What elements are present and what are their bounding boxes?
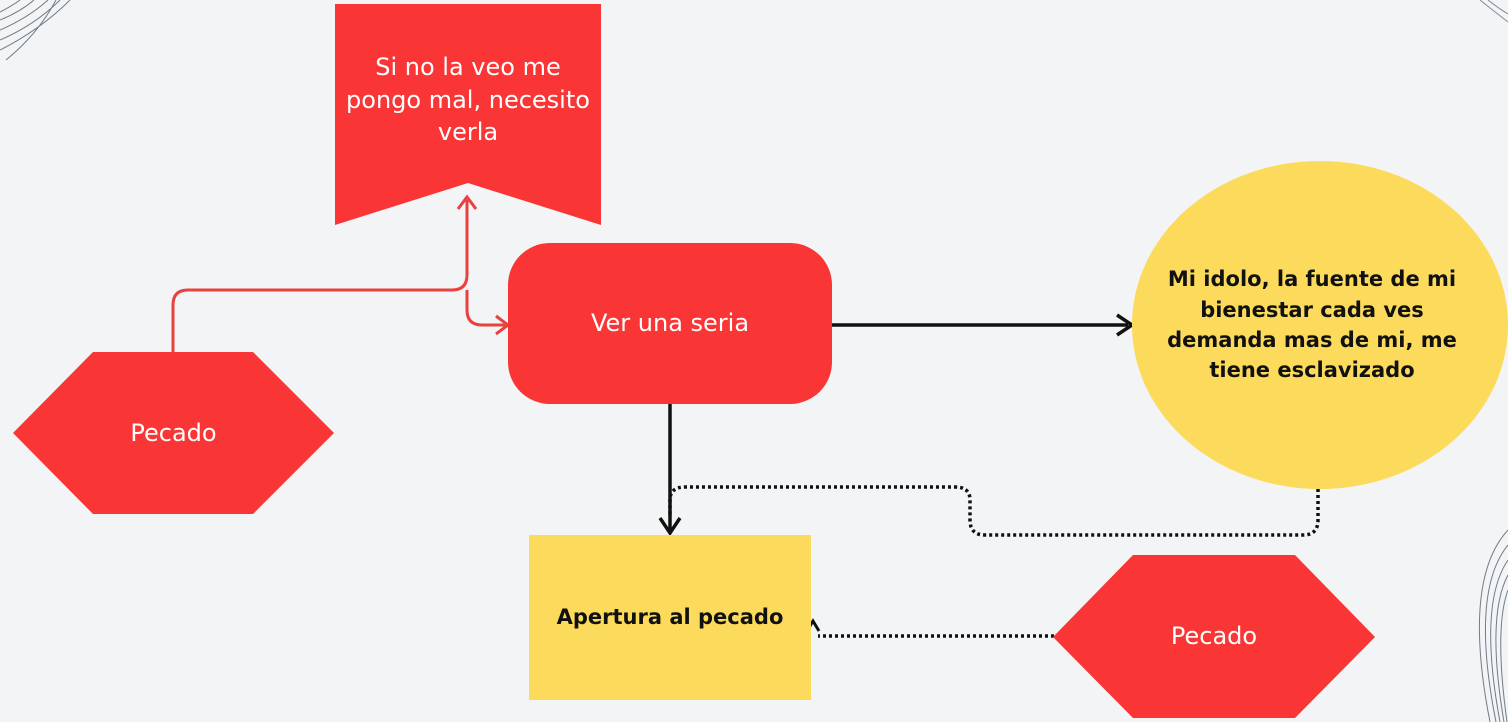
apertura-shape	[529, 535, 811, 700]
pecado-left-text: Pecado	[130, 418, 217, 447]
connector-ver-serie-to-idolo	[832, 313, 1136, 337]
connector-idolo-to-apertura-dotted	[668, 485, 1320, 537]
ver-serie-text: Ver una seria	[590, 309, 750, 338]
corner-lineart-top-right	[1479, 0, 1508, 23]
connector-junction-to-ver-serie	[465, 290, 511, 336]
corner-lineart-bottom-right	[1478, 529, 1508, 722]
pecado-right-shape	[1053, 555, 1375, 718]
connector-ver-serie-to-apertura	[658, 404, 682, 537]
idolo-shape	[1132, 161, 1508, 489]
connector-pecado-to-banner	[171, 194, 478, 352]
pecado-right-text: Pecado	[1170, 622, 1258, 651]
corner-lineart-top-left	[0, 0, 71, 61]
pecado-left-shape	[13, 352, 334, 514]
connector-pecado-to-apertura-dotted	[805, 618, 1054, 638]
banner-shape	[335, 4, 601, 225]
apertura-text: Apertura al pecado	[556, 605, 784, 630]
ver-serie-shape	[508, 243, 832, 404]
idolo-text: Mi idolo, la fuente de mi bienestar cada…	[1167, 267, 1457, 383]
banner-text: Si no la veo me pongo mal, necesito verl…	[346, 53, 590, 147]
